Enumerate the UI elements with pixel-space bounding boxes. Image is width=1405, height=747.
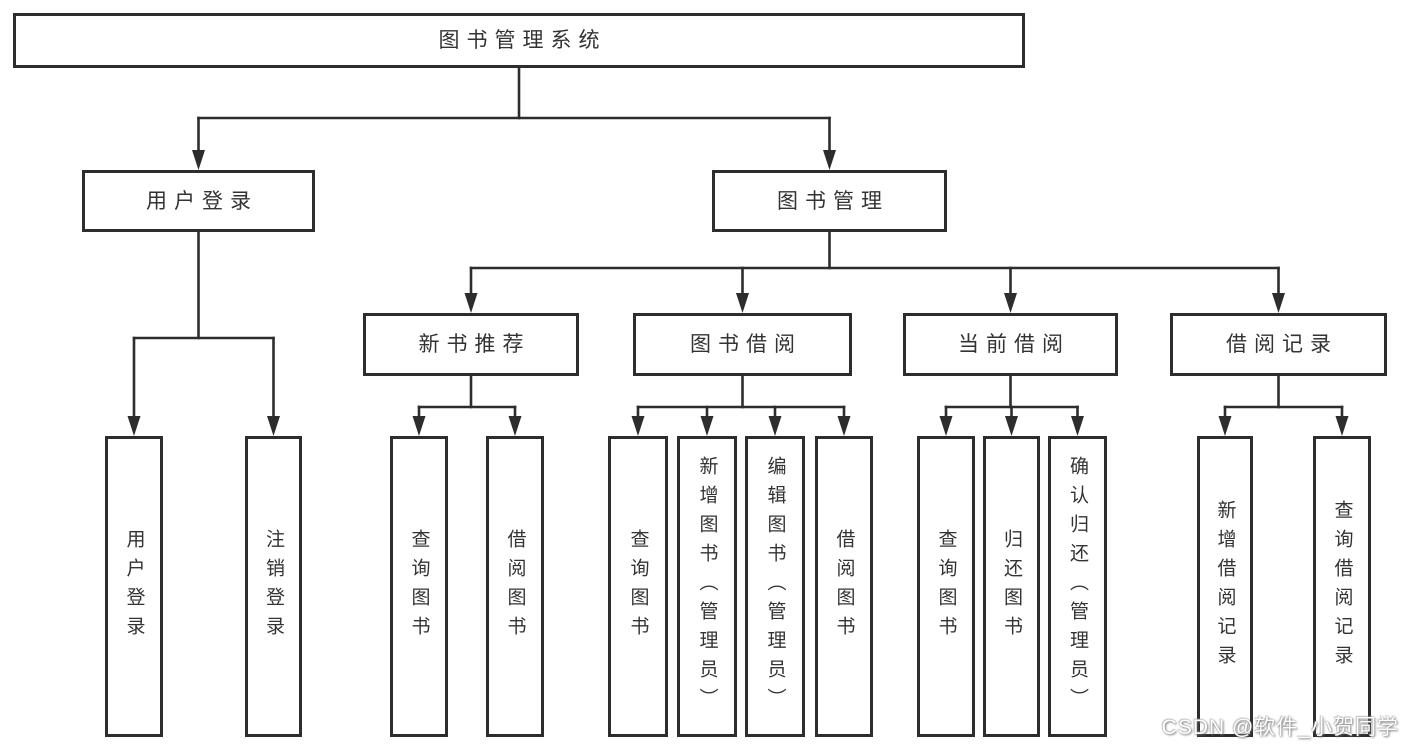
connector-current-borrowing bbox=[939, 374, 1084, 436]
node-label-logout-login: 注销登录 bbox=[263, 528, 284, 645]
node-current-borrowing: 当前借阅 bbox=[903, 313, 1118, 376]
node-book-management: 图书管理 bbox=[712, 170, 947, 232]
connector-new-book-recommend bbox=[412, 374, 522, 436]
node-label-nbr-query-books: 查询图书 bbox=[408, 528, 430, 645]
node-borrow-records: 借阅记录 bbox=[1170, 313, 1387, 376]
node-user-login-group: 用户登录 bbox=[82, 170, 315, 232]
connector-library-system bbox=[192, 66, 836, 170]
watermark: CSDN @软件_小贺同学 bbox=[1161, 716, 1399, 739]
connector-user-login-group bbox=[127, 230, 280, 436]
node-label-cb-query-books: 查询图书 bbox=[935, 528, 957, 645]
node-logout-login: 注销登录 bbox=[245, 436, 302, 737]
node-label-book-borrowing: 图书借阅 bbox=[690, 333, 802, 356]
connector-borrow-records bbox=[1218, 374, 1349, 436]
node-user-login: 用户登录 bbox=[105, 436, 163, 737]
node-br-query-record: 查询借阅记录 bbox=[1313, 436, 1371, 737]
node-library-system: 图书管理系统 bbox=[13, 13, 1025, 68]
node-book-borrowing: 图书借阅 bbox=[633, 313, 852, 376]
node-label-cb-return-books: 归还图书 bbox=[1001, 528, 1022, 645]
node-label-user-login: 用户登录 bbox=[123, 528, 145, 645]
node-label-bb-query-books: 查询图书 bbox=[627, 528, 649, 645]
connector-book-borrowing bbox=[631, 374, 851, 436]
node-nbr-borrow-books: 借阅图书 bbox=[486, 436, 544, 737]
node-label-borrow-records: 借阅记录 bbox=[1226, 333, 1338, 356]
node-label-library-system: 图书管理系统 bbox=[438, 29, 607, 52]
node-nbr-query-books: 查询图书 bbox=[390, 436, 448, 737]
node-bb-edit-books: 编辑图书（管理员） bbox=[745, 436, 805, 737]
node-label-user-login-group: 用户登录 bbox=[146, 189, 258, 213]
node-label-bb-borrow-books: 借阅图书 bbox=[833, 528, 855, 645]
connector-book-management bbox=[464, 230, 1285, 313]
node-bb-query-books: 查询图书 bbox=[608, 436, 668, 737]
node-br-add-record: 新增借阅记录 bbox=[1197, 436, 1253, 737]
node-label-new-book-recommend: 新书推荐 bbox=[418, 333, 531, 356]
node-cb-confirm-return: 确认归还（管理员） bbox=[1048, 436, 1107, 737]
node-label-book-management: 图书管理 bbox=[777, 189, 889, 213]
node-label-bb-edit-books: 编辑图书（管理员） bbox=[764, 456, 786, 717]
node-bb-borrow-books: 借阅图书 bbox=[815, 436, 873, 737]
node-cb-query-books: 查询图书 bbox=[917, 436, 975, 737]
node-label-br-query-record: 查询借阅记录 bbox=[1331, 499, 1353, 674]
node-cb-return-books: 归还图书 bbox=[983, 436, 1040, 737]
node-label-cb-confirm-return: 确认归还（管理员） bbox=[1067, 456, 1088, 717]
node-new-book-recommend: 新书推荐 bbox=[363, 313, 579, 376]
node-bb-add-books: 新增图书（管理员） bbox=[677, 436, 737, 737]
node-label-br-add-record: 新增借阅记录 bbox=[1214, 499, 1236, 674]
node-label-current-borrowing: 当前借阅 bbox=[958, 333, 1070, 356]
node-label-bb-add-books: 新增图书（管理员） bbox=[696, 456, 718, 717]
node-label-nbr-borrow-books: 借阅图书 bbox=[504, 528, 526, 645]
